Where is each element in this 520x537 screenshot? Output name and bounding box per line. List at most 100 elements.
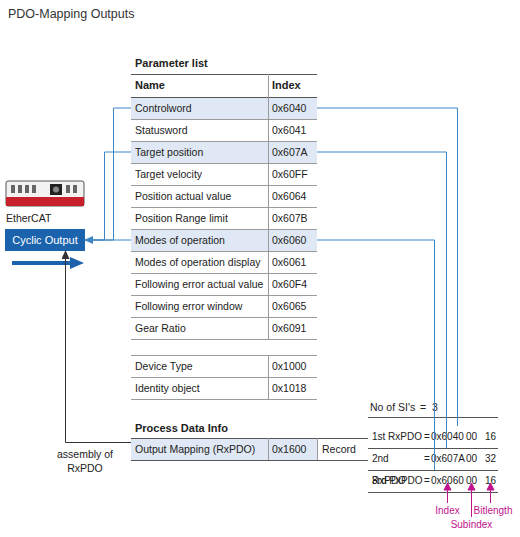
entry-count: No of SI's: [370, 398, 418, 416]
table-rule: [268, 438, 269, 460]
node-text: 16: [485, 470, 498, 492]
mapping-connector: [85, 108, 131, 240]
table-cell: Device Type: [135, 355, 268, 377]
table-rule: [131, 207, 317, 208]
node-text: 0x6060: [272, 229, 317, 251]
node-text: 16: [485, 426, 498, 448]
table-rule: [317, 438, 318, 460]
device-slot: [25, 185, 29, 193]
table-cell: Following error window: [135, 295, 268, 317]
column-pointer-label: Bitlength: [468, 504, 518, 517]
table-rule: [131, 97, 317, 98]
table-cell: Gear Ratio: [135, 317, 268, 339]
pdo-entry: 1st RxPDO=0x60400016: [368, 426, 498, 448]
flow-arrow-head: [70, 257, 84, 269]
ethercat-device: [6, 181, 84, 206]
table-rule: [268, 355, 269, 399]
mapping-connector: [317, 108, 458, 426]
device-slot: [18, 185, 22, 193]
table-rule: [368, 492, 498, 493]
column-header: Name: [135, 74, 265, 97]
table-cell: Identity object: [135, 377, 268, 399]
table-cell: Modes of operation display: [135, 251, 268, 273]
column-pointer-label: Subindex: [448, 518, 495, 531]
node-text: 1st RxPDO: [372, 426, 424, 448]
table-heading: Parameter list: [135, 55, 265, 71]
table-cell: Target velocity: [135, 163, 268, 185]
node-text: Cyclic Output: [5, 229, 85, 251]
table-cell: 0x6091: [272, 317, 317, 339]
column-header: Index: [272, 74, 317, 97]
node-text: 3rd PxPDO: [372, 470, 424, 492]
table-cell: 0x60FF: [272, 163, 317, 185]
column-pointers: [444, 483, 494, 517]
table-cell: Position Range limit: [135, 207, 268, 229]
table-rule: [131, 317, 317, 318]
table-heading: Process Data Info: [135, 420, 285, 436]
table-cell: Record: [322, 438, 368, 460]
flow-arrow: [12, 257, 84, 269]
table-cell: 0x6061: [272, 251, 317, 273]
device-slot: [66, 185, 70, 193]
table-rule: [368, 470, 498, 471]
pointer-head: [444, 483, 451, 490]
mapping-connector: [85, 152, 131, 240]
highlighted-row: Controlword0x6040: [131, 97, 317, 119]
device-slot: [11, 185, 15, 193]
device-body: [6, 181, 84, 206]
node-text: =: [424, 448, 431, 470]
node-text: Output Mapping (RxPDO): [135, 438, 268, 460]
table-rule: [268, 74, 269, 339]
table-rule: [131, 74, 317, 75]
table-rule: [131, 339, 317, 340]
entry-count: =: [420, 398, 430, 416]
table-cell: 0x6041: [272, 119, 317, 141]
table-rule: [131, 377, 317, 378]
device-band: [6, 197, 84, 206]
table-cell: 0x60F4: [272, 273, 317, 295]
node-text: 00: [466, 470, 484, 492]
mapping-connector: [66, 251, 132, 443]
highlighted-row: Output Mapping (RxPDO)0x1600: [131, 438, 317, 460]
node-text: 0x6040: [431, 426, 466, 448]
node-text: 0x607A: [431, 448, 466, 470]
pointer-head: [468, 483, 475, 490]
table-rule: [131, 438, 368, 439]
column-pointer-label: Index: [432, 504, 463, 517]
node-text: 00: [466, 448, 484, 470]
device-slot: [73, 185, 77, 193]
table-rule: [131, 355, 317, 356]
table-rule: [131, 163, 317, 164]
pointer-line: [447, 489, 448, 503]
table-cell: 0x607B: [272, 207, 317, 229]
table-cell: Position actual value: [135, 185, 268, 207]
table-cell: 0x1000: [272, 355, 317, 377]
mapping-connector: [317, 152, 447, 448]
table-rule: [368, 448, 498, 449]
table-cell: Statusword: [135, 119, 268, 141]
pointer-head: [487, 483, 494, 490]
table-rule: [131, 295, 317, 296]
table-rule: [131, 273, 317, 274]
pointer-line: [471, 489, 472, 517]
table-cell: 0x6065: [272, 295, 317, 317]
node-text: 0x607A: [272, 141, 317, 163]
table-cell: Following error actual value: [135, 273, 268, 295]
node-text: 0x6040: [272, 97, 317, 119]
node-text: 00: [466, 426, 484, 448]
table-rule: [131, 185, 317, 186]
pointer-line: [490, 489, 491, 503]
assembly-note: assembly of RxPDO: [52, 447, 118, 475]
node-text: 0x6060: [431, 470, 466, 492]
device-label: EtherCAT: [6, 211, 86, 225]
node-text: 0x1600: [272, 438, 317, 460]
table-rule: [131, 141, 317, 142]
device-port: [50, 184, 62, 195]
table-rule: [131, 460, 368, 461]
table-rule: [131, 251, 317, 252]
table-grid: [131, 74, 498, 493]
mapping-connector: [85, 240, 131, 241]
table-cell: 0x6064: [272, 185, 317, 207]
